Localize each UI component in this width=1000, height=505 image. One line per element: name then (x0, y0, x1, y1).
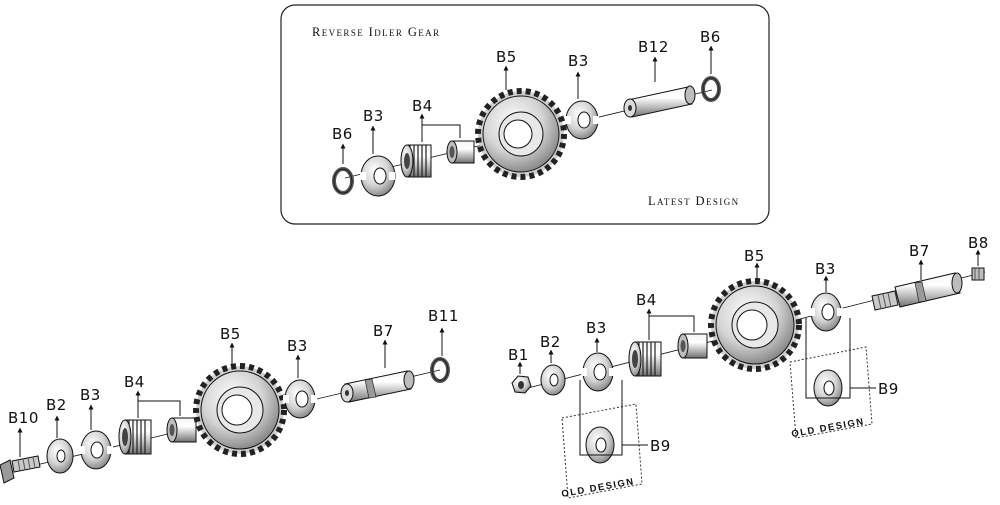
inset-title: Reverse Idler Gear (312, 25, 440, 39)
label-b3: B3 (363, 107, 384, 125)
inset-sleeve-b4 (446, 140, 475, 164)
label-b3: B3 (287, 337, 308, 355)
label-b2: B2 (46, 396, 67, 414)
inset-note: Latest Design (648, 194, 740, 208)
label-b6: B6 (700, 28, 721, 46)
old-design-label-left: OLD DESIGN (561, 476, 636, 500)
inset-thrust-washer-b3-right (565, 100, 599, 140)
inset-callouts: B6 B3 B4 B5 B3 B12 B6 (332, 28, 721, 164)
shaft-b7-left (340, 370, 415, 403)
gear-b5-left (193, 363, 287, 457)
label-b3: B3 (586, 319, 607, 337)
label-b4: B4 (412, 97, 433, 115)
label-b7: B7 (373, 322, 394, 340)
inset-thrust-washer-b3-left (360, 155, 396, 197)
label-b5: B5 (220, 325, 241, 343)
inset-snap-ring-b6-right (701, 76, 721, 102)
right-callouts: B1 B2 B3 B4 B5 B3 B7 B8 B9 B9 (508, 234, 989, 455)
old-design-label-right: OLD DESIGN (791, 416, 866, 440)
gear-b5-right (708, 278, 802, 372)
label-b4: B4 (124, 373, 145, 391)
needle-bearing-b4-left (118, 419, 152, 455)
label-b5: B5 (744, 247, 765, 265)
thrust-washer-b3-left-1 (79, 430, 113, 470)
label-b6: B6 (332, 125, 353, 143)
assembly-right: OLD DESIGN OLD DESIGN B1 B2 B3 B4 B5 B3 (508, 234, 989, 500)
shaft-b7-right (871, 272, 963, 311)
thrust-washer-b3-right-2 (809, 292, 843, 332)
inset-needle-bearing-b4 (400, 144, 432, 178)
old-design-box-left: OLD DESIGN (561, 380, 648, 500)
washer-b2-left (46, 438, 74, 474)
label-b9: B9 (878, 380, 899, 398)
inset-panel: Reverse Idler Gear Latest Design (280, 4, 770, 225)
old-design-box-right: OLD DESIGN (789, 318, 876, 440)
nut-b1 (511, 375, 532, 394)
inset-snap-ring-b6-left (332, 167, 354, 195)
label-b2: B2 (540, 333, 561, 351)
label-b10: B10 (8, 409, 39, 427)
inset-gear-b5 (475, 88, 567, 180)
label-b5: B5 (496, 48, 517, 66)
bolt-b10 (0, 455, 41, 484)
label-b11: B11 (428, 307, 459, 325)
label-b3: B3 (815, 260, 836, 278)
sleeve-b4-right (677, 333, 708, 359)
inset-shaft-b12 (623, 85, 696, 118)
label-b8: B8 (968, 234, 989, 252)
label-b3: B3 (568, 52, 589, 70)
label-b1: B1 (508, 346, 529, 364)
plug-b8 (971, 267, 985, 281)
label-b9: B9 (650, 437, 671, 455)
needle-bearing-b4-right (628, 341, 662, 377)
assembly-left: B10 B2 B3 B4 B5 B3 B7 B11 (0, 307, 459, 484)
label-b4: B4 (636, 291, 657, 309)
label-b7: B7 (909, 242, 930, 260)
thrust-washer-b3-right-1 (581, 352, 615, 392)
washer-b2-right (540, 364, 566, 396)
label-b12: B12 (638, 38, 669, 56)
snap-ring-b11 (430, 357, 450, 383)
sleeve-b4-left (166, 417, 197, 443)
left-callouts: B10 B2 B3 B4 B5 B3 B7 B11 (8, 307, 459, 457)
thrust-washer-b3-left-2 (283, 379, 317, 419)
label-b3: B3 (80, 386, 101, 404)
